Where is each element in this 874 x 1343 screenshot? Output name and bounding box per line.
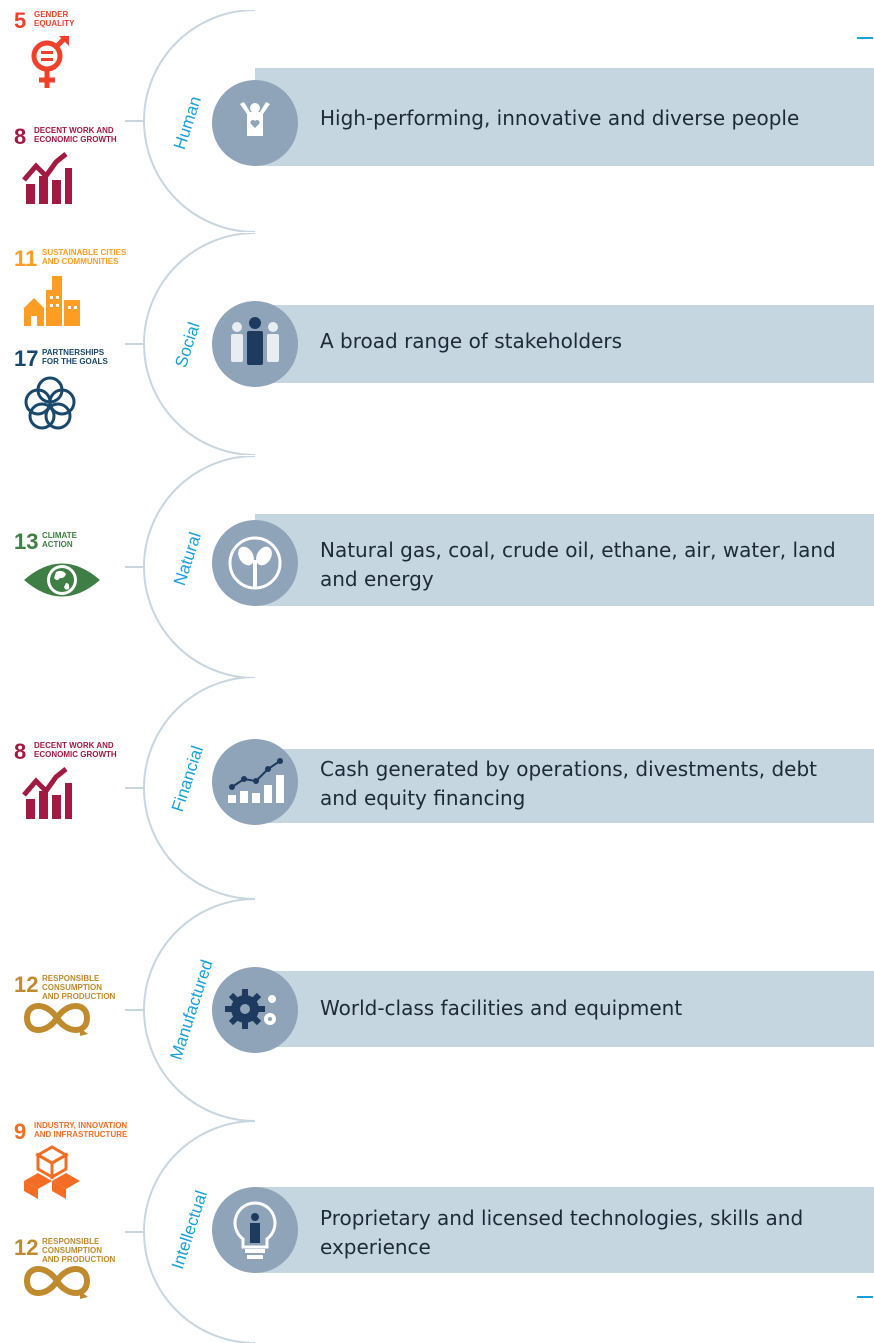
bottom-dash [857, 1296, 873, 1298]
capital-bar [255, 749, 874, 823]
sdg-number: 8 [14, 739, 27, 764]
infinity-loop-icon [22, 998, 92, 1042]
city-buildings-icon [22, 272, 82, 332]
capital-bar [255, 514, 874, 606]
sdg-number: 17 [14, 346, 39, 371]
infinity-loop-icon [22, 1261, 92, 1305]
sdg-number: 11 [14, 246, 38, 271]
capital-description: Natural gas, coal, crude oil, ethane, ai… [320, 538, 836, 591]
capital-description: High-performing, innovative and diverse … [320, 106, 800, 130]
capital-circle [212, 520, 298, 606]
capital-circle [212, 1187, 298, 1273]
sdg-number: 8 [14, 124, 27, 149]
cubes-icon [22, 1145, 82, 1205]
gender-equality-icon [22, 34, 72, 94]
sdg-title: DECENT WORK AND ECONOMIC GROWTH [34, 741, 117, 759]
sdg-title: GENDER EQUALITY [34, 10, 75, 28]
arc-divider [125, 677, 256, 899]
sdg-title: RESPONSIBLE CONSUMPTION AND PRODUCTION [42, 974, 116, 1001]
capital-circle [212, 301, 298, 387]
sdg-title: DECENT WORK AND ECONOMIC GROWTH [34, 126, 117, 144]
growth-chart-icon [22, 150, 72, 210]
arc-divider [125, 456, 256, 678]
capital-description: Cash generated by operations, divestment… [320, 757, 818, 810]
sdg-title: SUSTAINABLE CITIES AND COMMUNITIES [42, 248, 127, 266]
globe-eye-icon [22, 555, 102, 609]
sdg-number: 12 [14, 1235, 39, 1260]
top-dash [857, 37, 873, 39]
capital-circle [212, 80, 298, 166]
sdg-number: 9 [14, 1119, 27, 1144]
capital-circle [212, 739, 298, 825]
capital-bar [255, 68, 874, 166]
capital-description: A broad range of stakeholders [320, 329, 623, 353]
capital-row-human: High-performing, innovative and diverse … [0, 10, 874, 232]
sdg-title: RESPONSIBLE CONSUMPTION AND PRODUCTION [42, 1237, 116, 1264]
arc-divider [125, 899, 256, 1121]
capital-row-natural: Natural gas, coal, crude oil, ethane, ai… [0, 456, 874, 678]
sdg-number: 5 [14, 8, 27, 33]
sdg-number: 13 [14, 529, 39, 554]
sdg-title: CLIMATE ACTION [42, 531, 77, 549]
capital-row-financial: Cash generated by operations, divestment… [0, 677, 874, 899]
capital-description: Proprietary and licensed technologies, s… [320, 1206, 804, 1259]
sdg-number: 12 [14, 972, 39, 997]
sdg-title: PARTNERSHIPS FOR THE GOALS [42, 348, 108, 366]
capital-row-intellectual: Proprietary and licensed technologies, s… [0, 1121, 874, 1343]
capital-description: World-class facilities and equipment [320, 996, 683, 1020]
sdg-title: INDUSTRY, INNOVATION AND INFRASTRUCTURE [34, 1121, 128, 1139]
capital-bar [255, 1187, 874, 1273]
growth-chart-icon [22, 765, 72, 825]
arc-divider [125, 233, 256, 455]
capital-bar [255, 971, 874, 1047]
capital-bar [255, 305, 874, 383]
partnership-rings-icon [22, 372, 78, 436]
capital-circle [212, 967, 298, 1053]
arc-divider [125, 10, 256, 232]
